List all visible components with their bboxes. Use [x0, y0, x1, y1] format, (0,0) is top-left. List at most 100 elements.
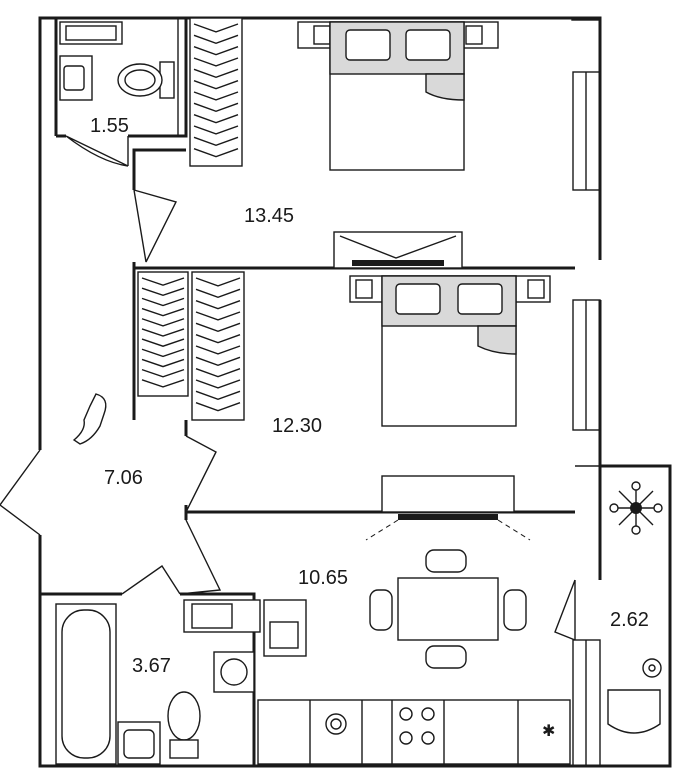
- hanger-line: [195, 379, 241, 389]
- dining-set: [369, 549, 527, 669]
- toilet-bowl: [167, 691, 201, 741]
- bathroom-fixtures: [55, 603, 201, 765]
- cabinet-inner: [191, 603, 233, 629]
- hanger-line: [141, 297, 185, 307]
- door-balcony: [554, 579, 576, 641]
- hanger-line: [195, 334, 241, 344]
- hanger-line: [141, 358, 185, 368]
- hanger-line: [141, 318, 185, 327]
- washing-machine-drum: [220, 658, 248, 686]
- shelf: [59, 21, 123, 45]
- hanger-line: [193, 68, 239, 79]
- cabinet-top: [183, 599, 261, 633]
- floor-drain-icon: [642, 658, 662, 678]
- bed-bedroom-1: [297, 21, 499, 171]
- bathtub: [55, 603, 117, 765]
- robot-vacuum-icon: [72, 393, 107, 445]
- sink-wc-bowl: [63, 65, 85, 91]
- balcony-fixtures: [607, 481, 663, 734]
- area-label-bedroom-2: 12.30: [272, 415, 322, 437]
- hanger-line: [193, 23, 239, 33]
- kitchen-sink: [263, 599, 307, 657]
- sink-wc: [59, 55, 93, 101]
- wardrobe-2a-frame: [137, 271, 189, 397]
- hanger-line: [193, 80, 239, 90]
- hanger-line: [193, 136, 239, 147]
- blanket-fold-2: [477, 325, 517, 355]
- hanger-line: [195, 390, 241, 401]
- hanger-line: [193, 34, 239, 45]
- toilet-wc-bowl: [117, 63, 163, 97]
- wall-corner: [571, 17, 601, 21]
- hanger-line: [141, 348, 185, 358]
- hanger-line: [195, 368, 241, 378]
- door-kitchen: [179, 519, 222, 595]
- door-bedroom-2: [185, 435, 217, 513]
- hangers-2b: [195, 277, 241, 412]
- hangers-2a: [141, 277, 185, 388]
- pillow-1a: [345, 29, 391, 61]
- wall-bedroom1-left: [132, 148, 186, 190]
- hanger-line: [193, 57, 239, 67]
- balcony-chair: [607, 689, 661, 734]
- door-bathroom: [121, 565, 181, 595]
- pillow-1b: [405, 29, 451, 61]
- hanger-line: [193, 148, 239, 158]
- hanger-line: [193, 114, 239, 124]
- toilet-tank: [169, 739, 199, 759]
- tv-cone-1: [339, 235, 457, 259]
- chair-left: [369, 589, 393, 631]
- chair-right: [503, 589, 527, 631]
- area-label-balcony: 2.62: [610, 609, 649, 631]
- dishwasher-icon: [325, 713, 347, 735]
- hanger-line: [195, 356, 241, 367]
- area-label-bathroom: 3.67: [132, 655, 171, 677]
- hanger-line: [193, 46, 239, 56]
- hanger-line: [195, 288, 241, 299]
- wall-wc-bottom-b: [128, 18, 188, 138]
- hanger-line: [195, 277, 241, 287]
- sink-washer-area: [183, 599, 307, 693]
- area-labels: 1.55 13.45 12.30 7.06 10.65 3.67 2.62: [90, 115, 649, 677]
- chair-bottom: [425, 645, 467, 669]
- counter: [257, 699, 571, 765]
- doors: [0, 135, 576, 641]
- blanket-fold-1: [425, 73, 465, 101]
- nightstand-2b: [527, 279, 545, 299]
- balcony-wall: [600, 464, 672, 768]
- area-label-bedroom-1: 13.45: [244, 205, 294, 227]
- stove-icon: [399, 707, 435, 745]
- nightstand-1b: [465, 25, 483, 45]
- hanger-line: [141, 287, 185, 297]
- plant-icon: [609, 481, 663, 535]
- hanger-line: [141, 277, 185, 286]
- wardrobe-bedroom-1: [189, 17, 243, 167]
- hanger-line: [193, 102, 239, 113]
- bathroom-sink-bowl: [123, 729, 155, 759]
- shelf-inner: [65, 25, 117, 41]
- wc-fixtures: [59, 21, 175, 101]
- tv-cone-2b: [497, 519, 531, 541]
- fridge-snowflake-icon: ✱: [542, 723, 555, 740]
- wardrobe-1-frame: [189, 17, 243, 167]
- wardrobe-2b-frame: [191, 271, 245, 421]
- outer-walls: [38, 16, 672, 768]
- kitchen-counter: ✱: [257, 699, 571, 765]
- hanger-line: [193, 91, 239, 101]
- door-entrance: [0, 449, 41, 536]
- nightstand-2a: [355, 279, 373, 299]
- wardrobes-bedroom-2: [137, 271, 245, 421]
- hanger-line: [141, 338, 185, 347]
- pillow-2a: [395, 283, 441, 315]
- tv-unit-bedroom-2: [365, 475, 531, 541]
- bed-bedroom-2: [349, 275, 551, 427]
- hanger-line: [195, 322, 241, 333]
- kitchen-sink-bowl: [269, 621, 299, 649]
- door-wc: [65, 135, 129, 167]
- door-bedroom-1: [133, 189, 178, 263]
- hanger-line: [141, 307, 185, 317]
- tv-stand-2: [381, 475, 515, 513]
- hanger-line: [141, 379, 185, 388]
- area-label-hallway: 7.06: [104, 467, 143, 489]
